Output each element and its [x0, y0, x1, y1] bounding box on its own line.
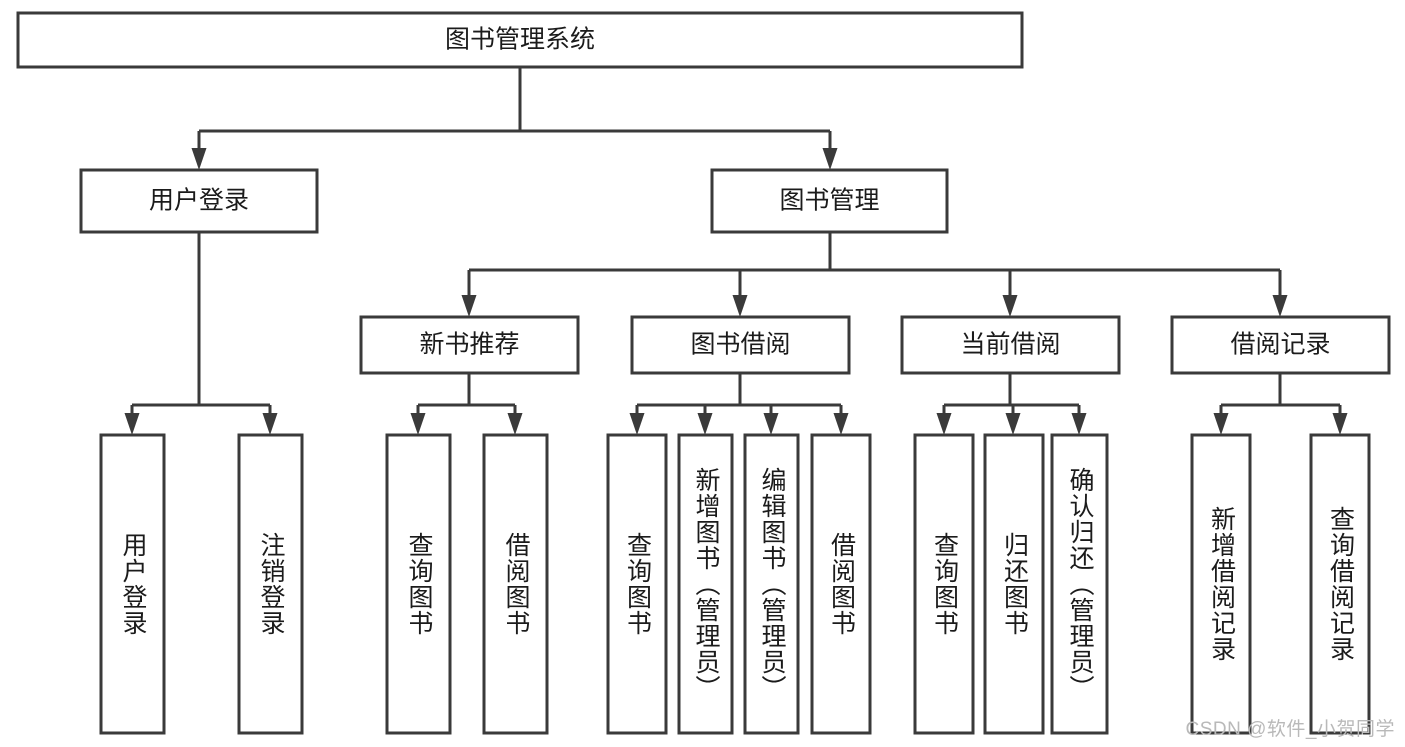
arrow-to-new-book-recommend-head: [461, 295, 477, 317]
level3-node-new-book-recommend-label: 新书推荐: [419, 331, 519, 359]
leaf-node-leaf-add-book-admin-box[interactable]: [677, 433, 734, 735]
arrows-layer: [124, 148, 1348, 435]
arrow-to-borrow-record-head: [1272, 295, 1288, 317]
arrow-to-leaf-confirm-return-admin-head: [1071, 413, 1087, 435]
leaf-node-leaf-query-book-current-box[interactable]: [913, 433, 975, 735]
arrow-to-leaf-borrow-book-recommend-head: [507, 413, 523, 435]
arrow-to-leaf-user-logout-head: [262, 413, 278, 435]
arrow-to-book-borrow-head: [732, 295, 748, 317]
level2-node-user-login-box[interactable]: [79, 168, 319, 234]
leaf-node-leaf-confirm-return-admin-box[interactable]: [1050, 433, 1109, 735]
arrow-to-leaf-user-login-head: [124, 413, 140, 435]
root-node-root-box[interactable]: [16, 11, 1024, 69]
arrow-to-leaf-edit-book-admin-head: [763, 413, 779, 435]
arrow-to-book-management-head: [822, 148, 838, 170]
level3-node-borrow-record-box[interactable]: [1170, 315, 1391, 375]
arrow-to-leaf-add-book-admin-head: [697, 413, 713, 435]
arrow-to-leaf-add-borrow-record-head: [1213, 413, 1229, 435]
arrow-to-leaf-query-book-current-head: [936, 413, 952, 435]
leaf-node-leaf-query-book-borrow-box[interactable]: [606, 433, 668, 735]
level2-node-book-management-label: 图书管理: [779, 187, 879, 215]
level3-node-book-borrow-label: 图书借阅: [690, 331, 790, 359]
level2-node-book-management-box[interactable]: [710, 168, 949, 234]
leaf-node-leaf-borrow-book-recommend-box[interactable]: [482, 433, 549, 735]
arrow-to-leaf-return-book-head: [1005, 413, 1021, 435]
level3-node-book-borrow-box[interactable]: [630, 315, 851, 375]
boxes-layer: [16, 11, 1391, 735]
watermark-text: CSDN @软件_小贺同学: [1185, 719, 1395, 740]
level3-node-new-book-recommend-box[interactable]: [359, 315, 580, 375]
leaf-node-leaf-query-borrow-record-box[interactable]: [1309, 433, 1371, 735]
arrow-to-leaf-query-borrow-record-head: [1332, 413, 1348, 435]
root-node-root-label: 图书管理系统: [445, 26, 595, 54]
arrow-to-current-borrow-head: [1002, 295, 1018, 317]
leaf-node-leaf-borrow-book-box[interactable]: [810, 433, 872, 735]
leaf-node-leaf-edit-book-admin-box[interactable]: [743, 433, 800, 735]
leaf-node-leaf-query-book-recommend-box[interactable]: [385, 433, 452, 735]
leaf-node-leaf-add-borrow-record-box[interactable]: [1190, 433, 1252, 735]
leaf-node-leaf-user-login-box[interactable]: [99, 433, 166, 735]
arrow-to-leaf-query-book-borrow-head: [629, 413, 645, 435]
leaf-node-leaf-user-logout-box[interactable]: [237, 433, 304, 735]
leaf-node-leaf-return-book-box[interactable]: [983, 433, 1045, 735]
level3-node-borrow-record-label: 借阅记录: [1230, 331, 1330, 359]
arrow-to-leaf-borrow-book-head: [833, 413, 849, 435]
level3-node-current-borrow-box[interactable]: [900, 315, 1121, 375]
arrow-to-leaf-query-book-recommend-head: [410, 413, 426, 435]
level3-node-current-borrow-label: 当前借阅: [960, 331, 1060, 359]
arrow-to-user-login-head: [191, 148, 207, 170]
level2-node-user-login-label: 用户登录: [149, 187, 249, 215]
